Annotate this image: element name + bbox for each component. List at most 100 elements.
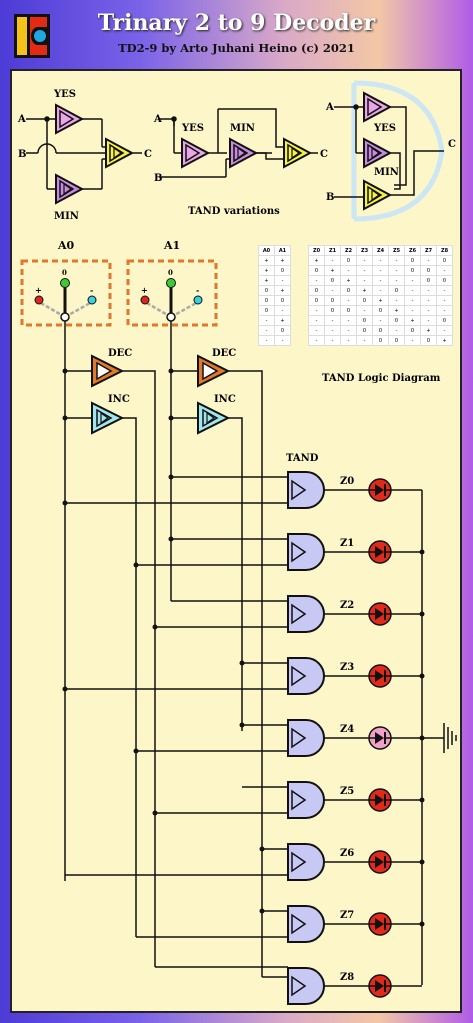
table-cell: 0	[324, 275, 341, 286]
table-row: 0-	[258, 305, 291, 316]
table-cell: -	[274, 275, 291, 286]
table-cell: 0	[308, 295, 325, 306]
table-cell: -	[420, 285, 437, 296]
table-cell: -	[420, 305, 437, 316]
a1-minus-label: -	[196, 285, 199, 295]
table-cell: -	[404, 275, 421, 286]
table-cell: +	[372, 295, 389, 306]
v2-min-label: MIN	[230, 123, 255, 134]
switch-a0[interactable]: 0 + -	[20, 259, 112, 327]
table-cell: -	[372, 265, 389, 276]
v3-min-label: MIN	[374, 167, 399, 178]
table-cell: +	[258, 255, 275, 266]
page-subtitle: TD2-9 by Arto Juhani Heino (c) 2021	[118, 41, 355, 55]
table-cell: -	[356, 255, 373, 266]
tand-variation-2	[160, 108, 318, 178]
a0-plus-indicator	[34, 295, 44, 305]
table-cell: -	[324, 255, 341, 266]
table-row: ++	[258, 255, 291, 266]
table-cell: 0	[372, 305, 389, 316]
table-cell: 0	[372, 335, 389, 346]
table-cell: +	[258, 265, 275, 276]
table-cell: -	[274, 305, 291, 316]
table-cell: 0	[340, 255, 357, 266]
table-cell: 0	[420, 265, 437, 276]
table-cell: -	[258, 325, 275, 336]
tand-gate-z2	[287, 595, 325, 633]
app-logo	[14, 14, 50, 58]
output-led-z3	[368, 664, 392, 688]
table-cell: -	[324, 335, 341, 346]
table-row: +-	[258, 275, 291, 286]
table-row: 0+	[258, 285, 291, 296]
v1-a-label: A	[17, 114, 26, 125]
output-label-z7: Z7	[340, 910, 354, 921]
output-led-z7	[368, 912, 392, 936]
table-cell: -	[436, 325, 453, 336]
table-cell: 0	[388, 285, 405, 296]
table-cell: -	[308, 275, 325, 286]
a0-zero-label: 0	[62, 268, 67, 277]
table-cell: -	[340, 295, 357, 306]
output-led-z2	[368, 602, 392, 626]
output-led-z6	[368, 850, 392, 874]
output-table-header: Z0	[308, 245, 325, 256]
table-cell: +	[356, 285, 373, 296]
variations-caption: TAND variations	[188, 206, 280, 217]
table-row: -0	[258, 325, 291, 336]
v1-yes-label: YES	[53, 89, 76, 100]
table-cell: -	[388, 325, 405, 336]
input-table-header: A1	[274, 245, 291, 256]
table-cell: +	[324, 265, 341, 276]
tand-gate-z8	[287, 967, 325, 1005]
a1-plus-label: +	[141, 285, 148, 295]
inc-gate-a1	[197, 402, 229, 434]
table-cell: 0	[258, 295, 275, 306]
switch-a1[interactable]: 0 + -	[126, 259, 218, 327]
table-cell: 0	[404, 265, 421, 276]
junctions	[62, 368, 425, 927]
table-cell: -	[340, 335, 357, 346]
output-led-z8	[368, 974, 392, 998]
tand-gate-z0	[287, 471, 325, 509]
table-cell: 0	[340, 305, 357, 316]
table-cell: +	[388, 305, 405, 316]
table-cell: -	[420, 295, 437, 306]
table-cell: -	[436, 265, 453, 276]
table-cell: 0	[404, 325, 421, 336]
table-cell: +	[420, 325, 437, 336]
table-cell: -	[356, 305, 373, 316]
table-cell: 0	[340, 285, 357, 296]
a0-minus-label: -	[90, 285, 93, 295]
table-cell: 0	[356, 325, 373, 336]
table-cell: 0	[324, 305, 341, 316]
table-row: +0	[258, 265, 291, 276]
table-cell: -	[388, 265, 405, 276]
table-cell: +	[340, 275, 357, 286]
table-cell: 0	[404, 255, 421, 266]
v2-yes-label: YES	[181, 123, 204, 134]
table-cell: 0	[274, 295, 291, 306]
table-cell: -	[356, 335, 373, 346]
table-cell: -	[372, 315, 389, 326]
dec-gate-a0	[91, 355, 123, 387]
table-cell: -	[356, 275, 373, 286]
output-led-z5	[368, 788, 392, 812]
table-cell: +	[404, 315, 421, 326]
tand-gate-z4	[287, 719, 325, 757]
output-label-z4: Z4	[340, 724, 354, 735]
table-row: --	[258, 335, 291, 346]
table-cell: -	[356, 265, 373, 276]
inc-gate-a0	[91, 402, 123, 434]
table-cell: -	[308, 315, 325, 326]
table-cell: -	[388, 275, 405, 286]
page-title: Trinary 2 to 9 Decoder	[97, 10, 376, 36]
v2-a-label: A	[153, 114, 162, 125]
input-a1-label: A1	[163, 239, 180, 252]
